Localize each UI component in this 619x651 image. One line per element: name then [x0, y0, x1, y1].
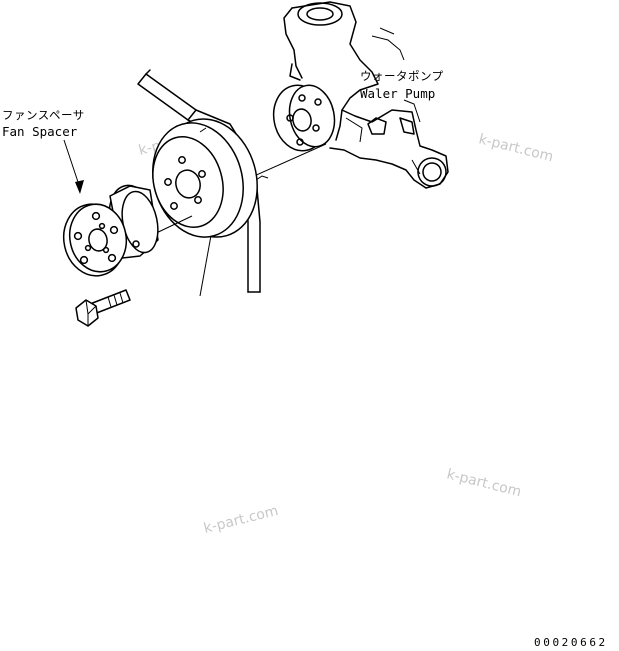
leader-lines	[199, 143, 327, 297]
watermark: k-part.com	[477, 131, 555, 165]
fan-spacer-label: ファンスペーサ Fan Spacer	[2, 108, 85, 139]
bolt	[75, 289, 131, 327]
fan-spacer-label-en: Fan Spacer	[2, 124, 78, 139]
pulley	[152, 118, 258, 238]
drawing-number: 00020662	[534, 636, 608, 649]
water-pump-illustration	[283, 1, 449, 189]
water-pump-flange	[272, 84, 336, 152]
watermark: k-part.com	[445, 466, 523, 500]
watermark: k-part.com	[202, 503, 280, 537]
fan-spacer	[62, 184, 159, 277]
fan-spacer-label-jp: ファンスペーサ	[2, 108, 85, 122]
water-pump-label-en: Waler Pump	[360, 86, 435, 101]
water-pump-label: ウォータポンプ Waler Pump	[360, 69, 444, 101]
water-pump-label-jp: ウォータポンプ	[360, 69, 444, 83]
fan-spacer-arrow	[63, 139, 84, 194]
